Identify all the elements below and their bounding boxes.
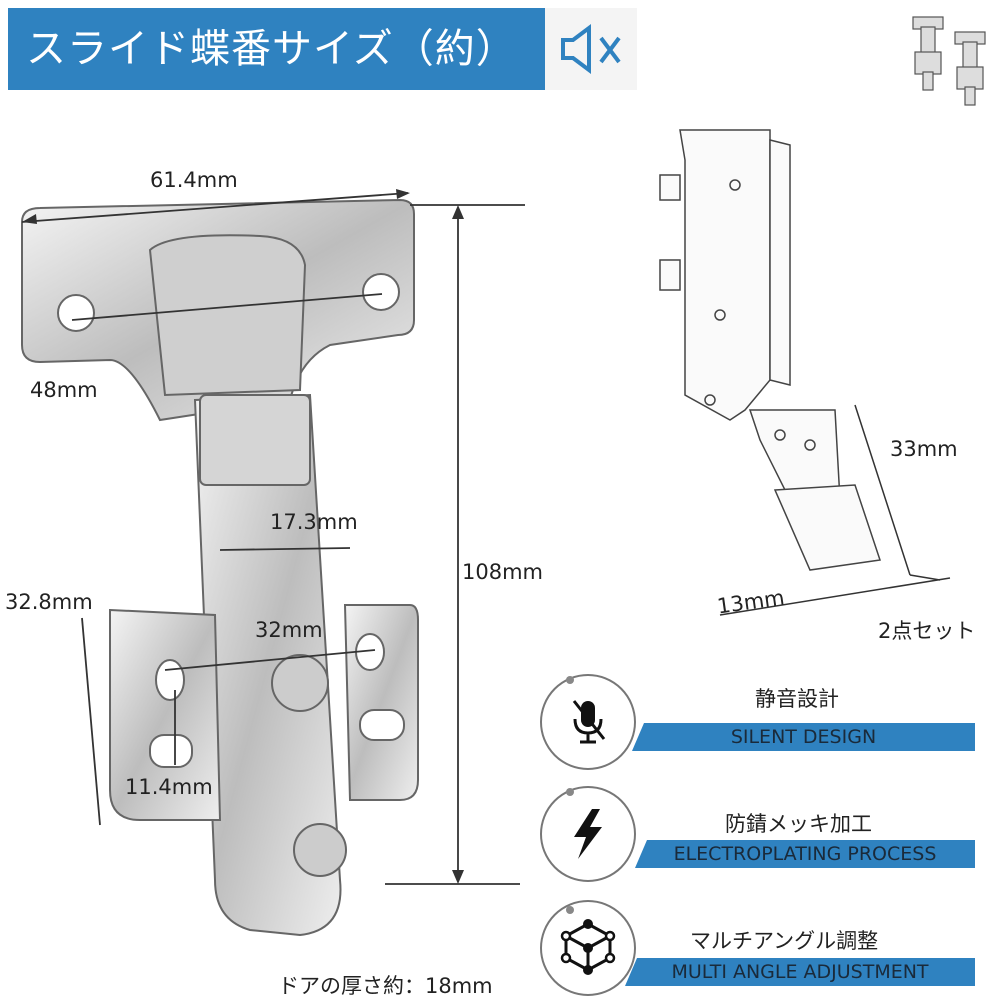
- feature-en-label: ELECTROPLATING PROCESS: [635, 840, 975, 868]
- page-title: スライド蝶番サイズ（約）: [8, 8, 545, 90]
- cube-network-icon: [560, 919, 616, 975]
- mute-button[interactable]: [545, 8, 637, 90]
- hinge-thumbnail-icon: [912, 16, 986, 106]
- dimension-slot-pitch-label: 11.4mm: [125, 775, 213, 799]
- feature-en-label: MULTI ANGLE ADJUSTMENT: [625, 958, 975, 986]
- speaker-mute-icon: [561, 24, 621, 74]
- dimension-hole-pitch-label: 48mm: [30, 378, 98, 402]
- dimension-height-label: 108mm: [462, 560, 543, 584]
- feature-icon-circle: [540, 900, 636, 996]
- feature-en-label: SILENT DESIGN: [632, 723, 975, 751]
- dimension-width-label: 61.4mm: [150, 168, 238, 192]
- dimension-side-length-label: 33mm: [890, 437, 958, 461]
- decorative-dot: [566, 788, 574, 796]
- door-thickness-label: ドアの厚さ約：18mm: [278, 974, 493, 998]
- feature-jp-label: 静音設計: [755, 687, 839, 711]
- feature-icon-circle: [540, 786, 636, 882]
- feature-icon-circle: [540, 674, 636, 770]
- feature-jp-label: 防錆メッキ加工: [725, 812, 872, 836]
- set-label: 2点セット: [878, 619, 976, 643]
- feature-jp-label: マルチアングル調整: [690, 929, 879, 953]
- hinge-front-drawing: [21, 189, 525, 937]
- dimension-base-height-label: 32.8mm: [5, 590, 93, 614]
- decorative-dot: [566, 676, 574, 684]
- muted-microphone-icon: [572, 700, 606, 744]
- dimension-base-hole-pitch-label: 32mm: [255, 618, 323, 642]
- hinge-side-drawing: [659, 129, 951, 616]
- lightning-icon: [574, 809, 602, 859]
- dimension-arm-width-label: 17.3mm: [270, 510, 358, 534]
- decorative-dot: [566, 906, 574, 914]
